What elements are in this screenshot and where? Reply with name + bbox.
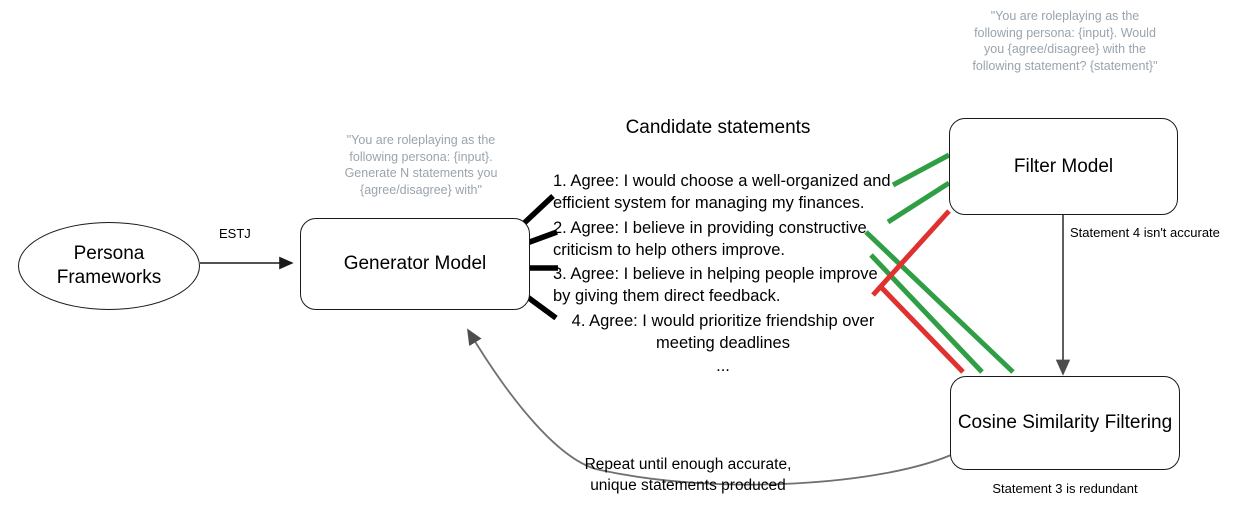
note-statement-3-redundant: Statement 3 is redundant: [992, 481, 1138, 496]
edge-label-statement-4-inaccurate: Statement 4 isn't accurate: [1070, 225, 1220, 240]
node-persona-frameworks-label: Persona Frameworks: [56, 243, 162, 288]
candidate-statement-3: 3. Agree: I believe in helping people im…: [553, 265, 878, 305]
node-filter-model-label: Filter Model: [1013, 155, 1114, 177]
edge-statement1-accept: [891, 152, 951, 188]
candidate-statement-1: 1. Agree: I would choose a well-organize…: [553, 172, 891, 212]
node-generator-model-label: Generator Model: [343, 253, 487, 275]
edge-statement2-accept: [886, 180, 951, 225]
candidate-statement-2: 2. Agree: I believe in providing constru…: [553, 219, 867, 259]
loop-caption: Repeat until enough accurate, unique sta…: [584, 456, 792, 494]
node-cosine-similarity-filtering-label: Cosine Similarity Filtering: [957, 412, 1173, 434]
edge-label-estj: ESTJ: [219, 226, 251, 241]
node-cosine-similarity-filtering[interactable]: Cosine Similarity Filtering: [950, 376, 1180, 470]
candidate-statements-ellipsis: ...: [716, 357, 730, 375]
filter-prompt-text: "You are roleplaying as the following pe…: [972, 9, 1158, 73]
candidate-statement-4: 4. Agree: I would prioritize friendship …: [571, 312, 875, 352]
node-generator-model[interactable]: Generator Model: [300, 218, 530, 310]
node-persona-frameworks[interactable]: Persona Frameworks: [18, 222, 200, 310]
generator-prompt-text: "You are roleplaying as the following pe…: [344, 133, 498, 197]
candidate-statements-heading: Candidate statements: [625, 117, 811, 138]
node-filter-model[interactable]: Filter Model: [949, 118, 1178, 215]
